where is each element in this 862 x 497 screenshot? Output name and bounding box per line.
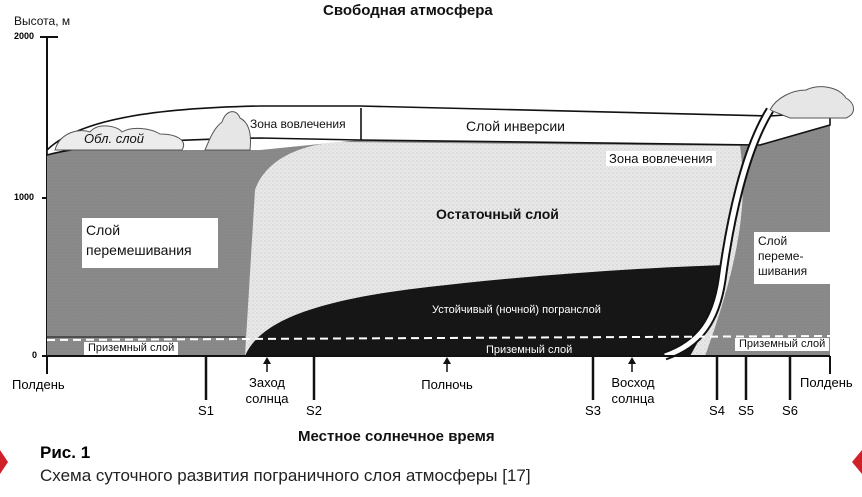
- label-s2: S2: [306, 403, 322, 418]
- y-tick-label-0: 0: [32, 350, 38, 360]
- label-surface-layer-right: Приземный слой: [735, 338, 830, 351]
- label-surface-layer-mid: Приземный слой: [486, 344, 573, 356]
- diagram-title: Свободная атмосфера: [323, 2, 493, 19]
- cloud-right: [769, 86, 854, 119]
- y-tick-label-2000: 2000: [14, 31, 35, 41]
- label-mixing-layer-left-line2: перемешивания: [86, 242, 192, 258]
- label-s6: S6: [782, 403, 798, 418]
- label-mixing-layer-right: Слой переме- шивания: [754, 232, 834, 284]
- sunrise-arrow-head: [628, 357, 636, 364]
- label-s5: S5: [738, 403, 754, 418]
- label-midnight: Полночь: [421, 377, 473, 392]
- label-noon-left: Полдень: [12, 377, 65, 392]
- red-edge-marker-left: [0, 450, 8, 474]
- x-axis-label: Местное солнечное время: [298, 428, 495, 445]
- label-sunrise: Восход солнца: [606, 376, 660, 406]
- label-noon-right: Полдень: [800, 375, 853, 390]
- label-mixing-layer-right-line2: переме-: [758, 249, 804, 263]
- label-residual-layer: Остаточный слой: [436, 206, 559, 222]
- figure-caption-text: Схема суточного развития пограничного сл…: [40, 466, 531, 485]
- cloud-middle: [204, 111, 251, 151]
- label-sunset-line2: солнца: [245, 391, 289, 406]
- stable-layer-area: [245, 265, 725, 356]
- label-sunrise-line2: солнца: [611, 391, 655, 406]
- label-s3: S3: [585, 403, 601, 418]
- label-sunrise-line1: Восход: [611, 375, 655, 390]
- y-axis-label: Высота, м: [14, 14, 71, 28]
- label-inversion-layer: Слой инверсии: [466, 118, 565, 134]
- figure-caption-title: Рис. 1: [40, 443, 91, 462]
- label-mixing-layer-left-line1: Слой: [86, 222, 121, 238]
- label-s4: S4: [709, 403, 725, 418]
- label-mixing-layer-right-line1: Слой: [758, 234, 788, 248]
- label-entrainment-zone-right: Зона вовлечения: [606, 151, 716, 166]
- sunset-arrow-head: [263, 357, 271, 364]
- red-edge-marker-right: [852, 450, 862, 474]
- label-mixing-layer-left: Слой перемешивания: [82, 218, 218, 268]
- surface-layer-boundary: [46, 335, 831, 341]
- label-mixing-layer-right-line3: шивания: [758, 264, 808, 278]
- label-entrainment-zone-left: Зона вовлечения: [250, 117, 346, 131]
- y-tick-label-1000: 1000: [14, 192, 35, 202]
- label-sunset-line1: Заход: [249, 375, 285, 390]
- label-stable-layer: Устойчивый (ночной) погранслой: [432, 304, 601, 316]
- midnight-arrow-head: [443, 357, 451, 364]
- cloud-left: [54, 125, 184, 151]
- label-cloud-layer: Обл. слой: [84, 131, 144, 146]
- label-surface-layer-left: Приземный слой: [84, 342, 179, 355]
- morning-growth-curve-inner: [664, 108, 773, 359]
- label-s1: S1: [198, 403, 214, 418]
- label-sunset: Заход солнца: [240, 376, 294, 406]
